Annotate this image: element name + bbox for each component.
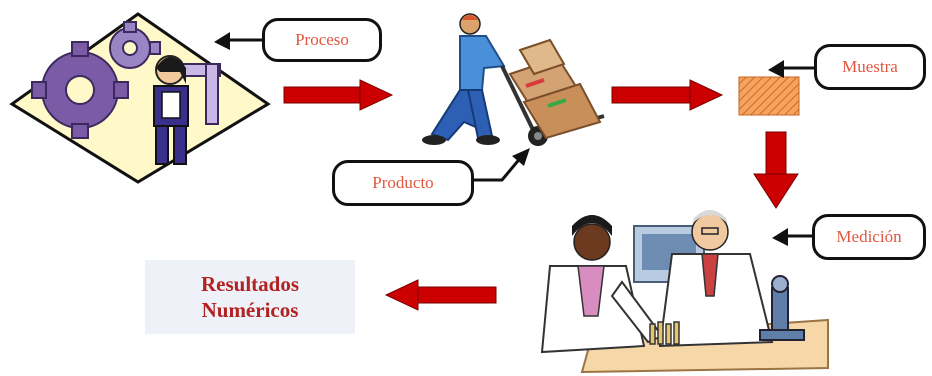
hand-truck-worker-icon [422, 13, 605, 146]
results-box: Resultados Numéricos [145, 260, 355, 334]
flow-arrow-product-to-sample [611, 79, 724, 111]
flow-arrow-process-to-product [283, 79, 394, 111]
medicion-pointer-arrow [772, 228, 814, 246]
medicion-label: Medición [836, 227, 902, 246]
results-line-1: Resultados [200, 272, 300, 296]
producto-pointer-arrow [474, 148, 530, 182]
muestra-callout: Muestra [814, 44, 926, 90]
sample-box-icon [738, 76, 800, 116]
proceso-pointer-arrow [214, 32, 262, 50]
flow-arrow-sample-to-measurement [753, 131, 799, 209]
lab-scientists-icon [540, 210, 829, 374]
proceso-label: Proceso [295, 30, 349, 49]
muestra-pointer-arrow [768, 60, 816, 78]
flow-arrow-measurement-to-results [384, 279, 497, 311]
proceso-callout: Proceso [262, 18, 382, 62]
producto-label: Producto [372, 173, 434, 192]
results-line-2: Numéricos [201, 298, 299, 322]
worker-gears-icon [9, 12, 271, 184]
muestra-label: Muestra [842, 57, 898, 76]
medicion-callout: Medición [812, 214, 926, 260]
producto-callout: Producto [332, 160, 474, 206]
